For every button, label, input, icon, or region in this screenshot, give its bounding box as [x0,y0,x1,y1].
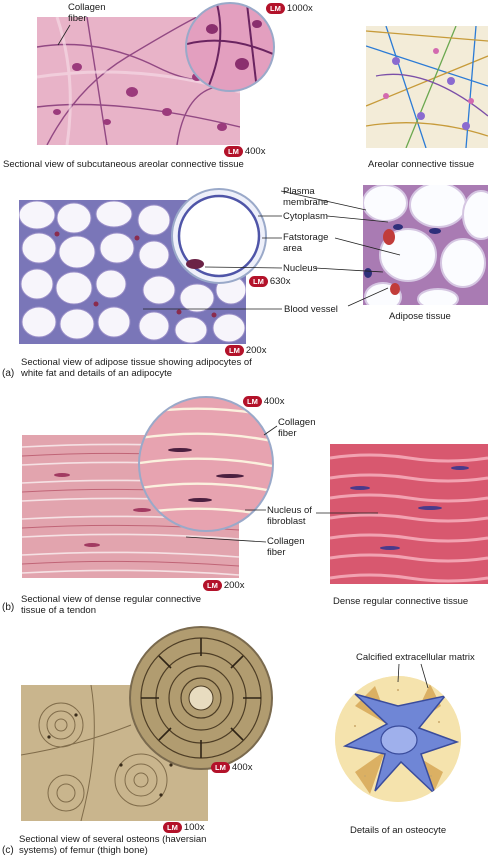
lm-badge: LM [243,396,262,407]
adipose-micrograph-caption: Sectional view of adipose tissue showing… [21,357,252,379]
lm-badge: LM [249,276,268,287]
callout-nucleus-of-fibroblast: Nucleus of fibroblast [267,505,312,527]
dense-regular-drawing [330,444,488,584]
part-label-c: (c) [2,845,14,856]
areolar-collagen-callout: Collagen fiber [68,2,106,24]
areolar-drawing-caption: Areolar connective tissue [368,159,475,170]
bone-micrograph-caption: Sectional view of several osteons (haver… [19,834,207,856]
callout-collagen-fiber-inset: Collagen fiber [278,417,316,439]
callout-nucleus: Nucleus [283,263,318,274]
osteocyte-drawing-caption: Details of an osteocyte [350,825,447,836]
areolar-micrograph-caption: Sectional view of subcutaneous areolar c… [3,159,244,170]
osteocyte-drawing [335,676,461,802]
callout-fat-storage-area: Fatstorage area [283,232,329,254]
adipose-drawing [363,185,488,305]
callout-cytoplasm: Cytoplasm [283,211,328,222]
lm-badge: LM [203,580,222,591]
areolar-drawing [366,26,488,148]
dense-regular-micrograph-caption: Sectional view of dense regular connecti… [21,594,202,616]
lm-badge: LM [266,3,285,14]
dense-regular-drawing-caption: Dense regular connective tissue [333,596,469,607]
adipose-drawing-caption: Adipose tissue [389,311,451,322]
dense-regular-inset-circle [138,396,274,532]
part-label-b: (b) [2,602,15,613]
lm-badge: LM [211,762,230,773]
areolar-inset-circle [185,2,275,92]
lm-badge: LM [225,345,244,356]
adipocyte-inset-circle [171,188,267,284]
callout-calcified-extracellular-matrix: Calcified extracellular matrix [356,652,475,663]
part-label-a: (a) [2,368,15,379]
lm-badge: LM [163,822,182,833]
osteon-inset-circle [129,626,273,770]
callout-plasma-membrane: Plasma membrane [283,186,329,208]
callout-blood-vessel: Blood vessel [284,304,338,315]
lm-badge: LM [224,146,243,157]
callout-collagen-fiber: Collagen fiber [267,536,305,558]
